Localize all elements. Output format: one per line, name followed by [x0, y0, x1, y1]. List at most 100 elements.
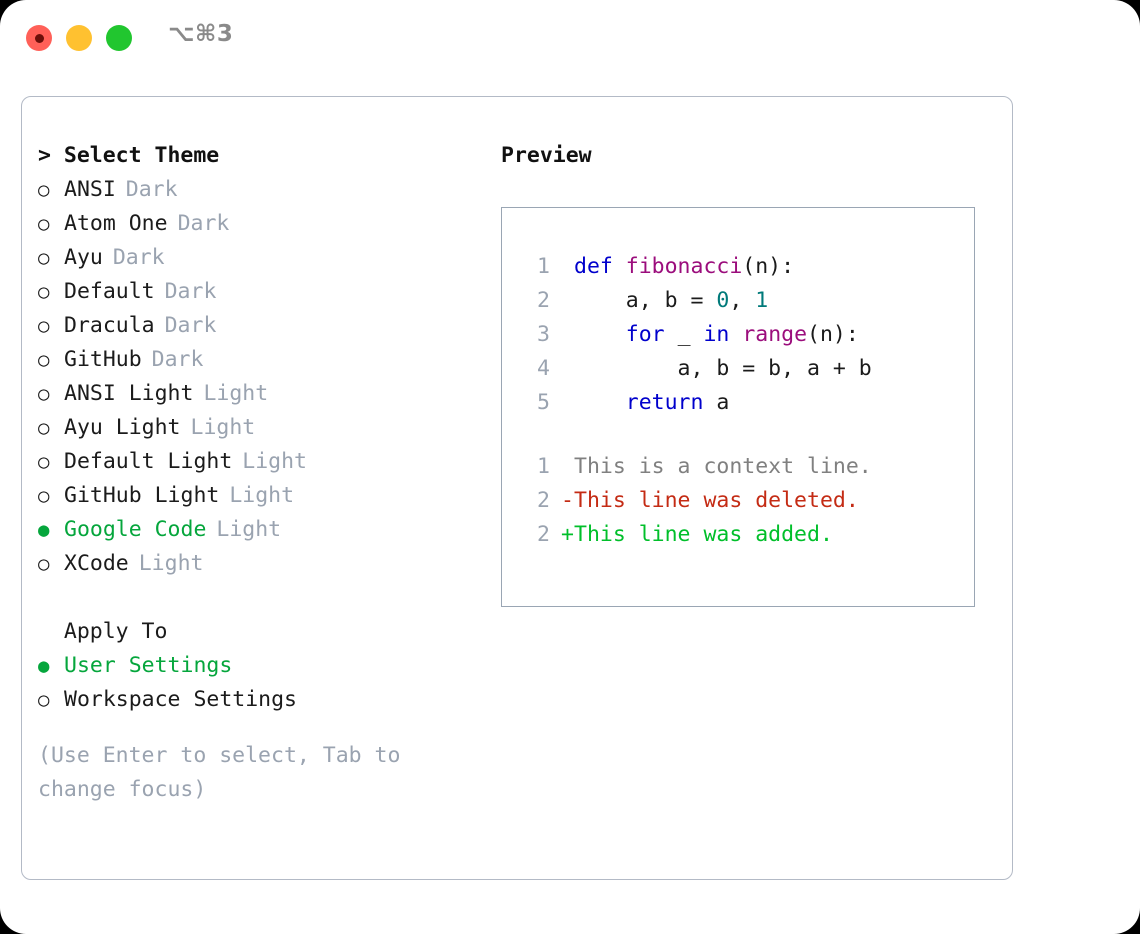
- theme-kind: Dark: [125, 177, 178, 202]
- theme-kind: Light: [216, 517, 282, 542]
- radio-icon: ○: [38, 383, 50, 405]
- theme-option-google-code[interactable]: ● Google Code Light: [38, 513, 478, 547]
- diff-marker: [561, 352, 574, 386]
- main-panel: > Select Theme ○ ANSI Dark ○ Atom One Da…: [21, 96, 1013, 880]
- code-token: a, b = b, a + b: [574, 356, 872, 381]
- keyboard-shortcut-label: ⌥⌘3: [168, 21, 234, 47]
- code-token: for: [625, 322, 665, 347]
- theme-name: XCode: [64, 551, 129, 576]
- line-number: 1: [537, 454, 550, 479]
- code-token: _: [664, 322, 704, 347]
- theme-name: ANSI: [64, 177, 116, 202]
- radio-icon-selected: ●: [38, 655, 50, 677]
- radio-icon: ○: [38, 315, 50, 337]
- code-line: 3 for _ in range (n):: [520, 318, 974, 352]
- diff-marker: [561, 284, 574, 318]
- theme-name: ANSI Light: [64, 381, 194, 406]
- theme-name: GitHub Light: [64, 483, 220, 508]
- code-token: range: [742, 322, 808, 347]
- code-token: [574, 318, 626, 352]
- diff-marker: [561, 386, 574, 420]
- radio-icon-selected: ●: [38, 519, 50, 541]
- diff-line-added: 2 + This line was added.: [520, 518, 974, 552]
- radio-icon: ○: [38, 689, 50, 711]
- theme-name: Dracula: [64, 313, 155, 338]
- preview-divider-gap: [520, 420, 974, 450]
- diff-line-deleted: 2 - This line was deleted.: [520, 484, 974, 518]
- theme-name: Ayu Light: [64, 415, 181, 440]
- code-token: [574, 386, 626, 420]
- theme-name: Default: [64, 279, 155, 304]
- section-gap: [38, 581, 478, 615]
- radio-icon: ○: [38, 553, 50, 575]
- diff-marker: [561, 250, 574, 284]
- diff-marker: [561, 450, 574, 484]
- theme-option-atom-one[interactable]: ○ Atom One Dark: [38, 207, 478, 241]
- line-number: 3: [537, 322, 550, 347]
- diff-line-context: 1 This is a context line.: [520, 450, 974, 484]
- theme-selector-column: > Select Theme ○ ANSI Dark ○ Atom One Da…: [38, 139, 478, 807]
- radio-icon: ○: [38, 349, 50, 371]
- code-token: in: [703, 322, 730, 347]
- radio-icon: ○: [38, 179, 50, 201]
- theme-option-ansi[interactable]: ○ ANSI Dark: [38, 173, 478, 207]
- theme-option-github-light[interactable]: ○ GitHub Light Light: [38, 479, 478, 513]
- theme-option-ansi-light[interactable]: ○ ANSI Light Light: [38, 377, 478, 411]
- theme-kind: Dark: [164, 313, 217, 338]
- diff-marker: -: [561, 488, 574, 513]
- preview-header: Preview: [501, 143, 592, 168]
- diff-marker: +: [561, 522, 574, 547]
- line-number: 4: [537, 356, 550, 381]
- theme-option-xcode[interactable]: ○ XCode Light: [38, 547, 478, 581]
- code-token: 1: [755, 288, 769, 313]
- preview-column: Preview 1 def fibonacci (n): 2 a, b = 0 …: [501, 139, 991, 607]
- code-token: a: [703, 390, 730, 415]
- theme-option-default-light[interactable]: ○ Default Light Light: [38, 445, 478, 479]
- radio-icon: ○: [38, 213, 50, 235]
- code-token: a, b =: [574, 288, 717, 313]
- apply-option-workspace-settings[interactable]: ○ Workspace Settings: [38, 683, 478, 717]
- minimize-button[interactable]: [66, 25, 92, 51]
- theme-name: Default Light: [64, 449, 233, 474]
- theme-option-ayu-light[interactable]: ○ Ayu Light Light: [38, 411, 478, 445]
- code-token: 0: [716, 288, 730, 313]
- theme-kind: Light: [138, 551, 204, 576]
- diff-text: This line was added.: [574, 522, 833, 547]
- radio-icon: ○: [38, 485, 50, 507]
- zoom-button[interactable]: [106, 25, 132, 51]
- code-line: 4 a, b = b, a + b: [520, 352, 974, 386]
- code-token: ,: [729, 288, 756, 313]
- code-token: return: [625, 390, 704, 415]
- code-line: 1 def fibonacci (n):: [520, 250, 974, 284]
- theme-option-dracula[interactable]: ○ Dracula Dark: [38, 309, 478, 343]
- select-theme-header: > Select Theme: [38, 143, 220, 168]
- theme-name: Atom One: [64, 211, 168, 236]
- diff-marker: [561, 318, 574, 352]
- theme-option-default[interactable]: ○ Default Dark: [38, 275, 478, 309]
- code-token: fibonacci: [625, 254, 743, 279]
- line-number: 2: [537, 288, 550, 313]
- preview-box: 1 def fibonacci (n): 2 a, b = 0 , 1 3: [501, 207, 975, 607]
- theme-option-ayu[interactable]: ○ Ayu Dark: [38, 241, 478, 275]
- keyboard-hint-text: (Use Enter to select, Tab to change focu…: [38, 743, 414, 802]
- close-button[interactable]: [26, 25, 52, 51]
- apply-to-header: Apply To: [38, 619, 168, 644]
- line-number: 2: [537, 488, 550, 513]
- apply-option-user-settings[interactable]: ● User Settings: [38, 649, 478, 683]
- title-bar: ⌥⌘3: [0, 0, 1140, 76]
- theme-kind: Light: [229, 483, 295, 508]
- line-number: 5: [537, 390, 550, 415]
- radio-icon: ○: [38, 417, 50, 439]
- radio-icon: ○: [38, 247, 50, 269]
- code-token: [729, 318, 742, 352]
- theme-kind: Light: [242, 449, 308, 474]
- code-token: (n):: [742, 254, 795, 279]
- code-line: 5 return a: [520, 386, 974, 420]
- theme-option-github[interactable]: ○ GitHub Dark: [38, 343, 478, 377]
- theme-kind: Dark: [177, 211, 230, 236]
- theme-name: Ayu: [64, 245, 103, 270]
- theme-name: Google Code: [64, 517, 207, 542]
- theme-kind: Dark: [164, 279, 217, 304]
- line-number: 2: [537, 522, 550, 547]
- code-token: def: [574, 254, 626, 279]
